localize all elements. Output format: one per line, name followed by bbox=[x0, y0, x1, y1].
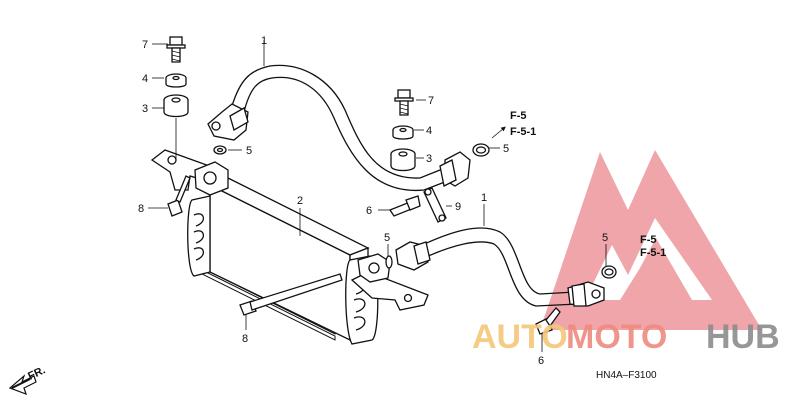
o-ring-5-lower bbox=[601, 265, 617, 279]
callout-labels: 7 4 3 5 8 1 2 7 4 3 5 6 9 5 1 5 8 6 bbox=[138, 35, 608, 367]
flange-bolt-7-right bbox=[394, 89, 414, 116]
callout-bolt-7-left: 7 bbox=[142, 39, 148, 51]
o-ring-5-right bbox=[472, 143, 490, 157]
collar-4-left bbox=[165, 73, 187, 88]
callout-o-ring-5-mid: 5 bbox=[384, 232, 390, 244]
bolt-6-mid bbox=[389, 195, 421, 217]
callout-o-ring-5-left: 5 bbox=[246, 145, 252, 157]
ref-upper-1: F-5 bbox=[510, 110, 527, 122]
callout-bolt-8-bottom: 8 bbox=[242, 333, 248, 345]
callout-bolt-7-right: 7 bbox=[428, 95, 434, 107]
callout-grommet-3-left: 3 bbox=[142, 103, 148, 115]
callout-hose-1-upper: 1 bbox=[261, 35, 267, 47]
front-direction-arrow: FR. bbox=[8, 364, 47, 396]
front-label: FR. bbox=[26, 364, 47, 382]
callout-cooler-2: 2 bbox=[297, 195, 303, 207]
callout-bolt-6-lower: 6 bbox=[538, 355, 544, 367]
oil-cooler bbox=[150, 149, 429, 345]
callout-collar-4-left: 4 bbox=[142, 73, 148, 85]
o-ring-5-mid bbox=[385, 255, 393, 269]
oil-hose-lower bbox=[395, 227, 605, 307]
callout-clamp-9: 9 bbox=[455, 201, 461, 213]
leader-lines bbox=[148, 40, 607, 352]
diagram-code: HN4A–F3100 bbox=[596, 370, 657, 381]
rubber-grommet-3-right bbox=[390, 148, 416, 172]
callout-bolt-8-bracket: 8 bbox=[138, 203, 144, 215]
callout-o-ring-5-right: 5 bbox=[503, 143, 509, 155]
o-ring-5-left bbox=[213, 145, 227, 155]
callout-o-ring-5-lower: 5 bbox=[602, 232, 608, 244]
watermark-auto: AUTO bbox=[472, 318, 568, 356]
watermark-moto: MOTO bbox=[566, 318, 667, 356]
watermark-text: AUTO MOTO HUB bbox=[472, 318, 780, 356]
hose-clamp-9 bbox=[423, 187, 447, 223]
ref-upper-2: F-5-1 bbox=[510, 126, 536, 138]
callout-grommet-3-right: 3 bbox=[426, 153, 432, 165]
ref-lower-1: F-5 bbox=[640, 234, 657, 246]
bolt-8-bottom bbox=[239, 273, 343, 316]
rubber-grommet-3-left bbox=[163, 94, 189, 118]
callout-hose-1-lower: 1 bbox=[481, 192, 487, 204]
oil-hose-upper bbox=[207, 64, 471, 191]
collar-4-right bbox=[392, 125, 414, 140]
callout-bolt-6-mid: 6 bbox=[366, 205, 372, 217]
ref-lower-2: F-5-1 bbox=[640, 247, 666, 259]
bolt-8-bracket bbox=[167, 175, 191, 217]
callout-collar-4-right: 4 bbox=[426, 125, 432, 137]
bolt-6-lower bbox=[535, 307, 561, 335]
section-references: F-5 F-5-1 F-5 F-5-1 bbox=[510, 110, 666, 259]
watermark-hub: HUB bbox=[706, 318, 780, 356]
flange-bolt-7-left bbox=[166, 36, 186, 63]
